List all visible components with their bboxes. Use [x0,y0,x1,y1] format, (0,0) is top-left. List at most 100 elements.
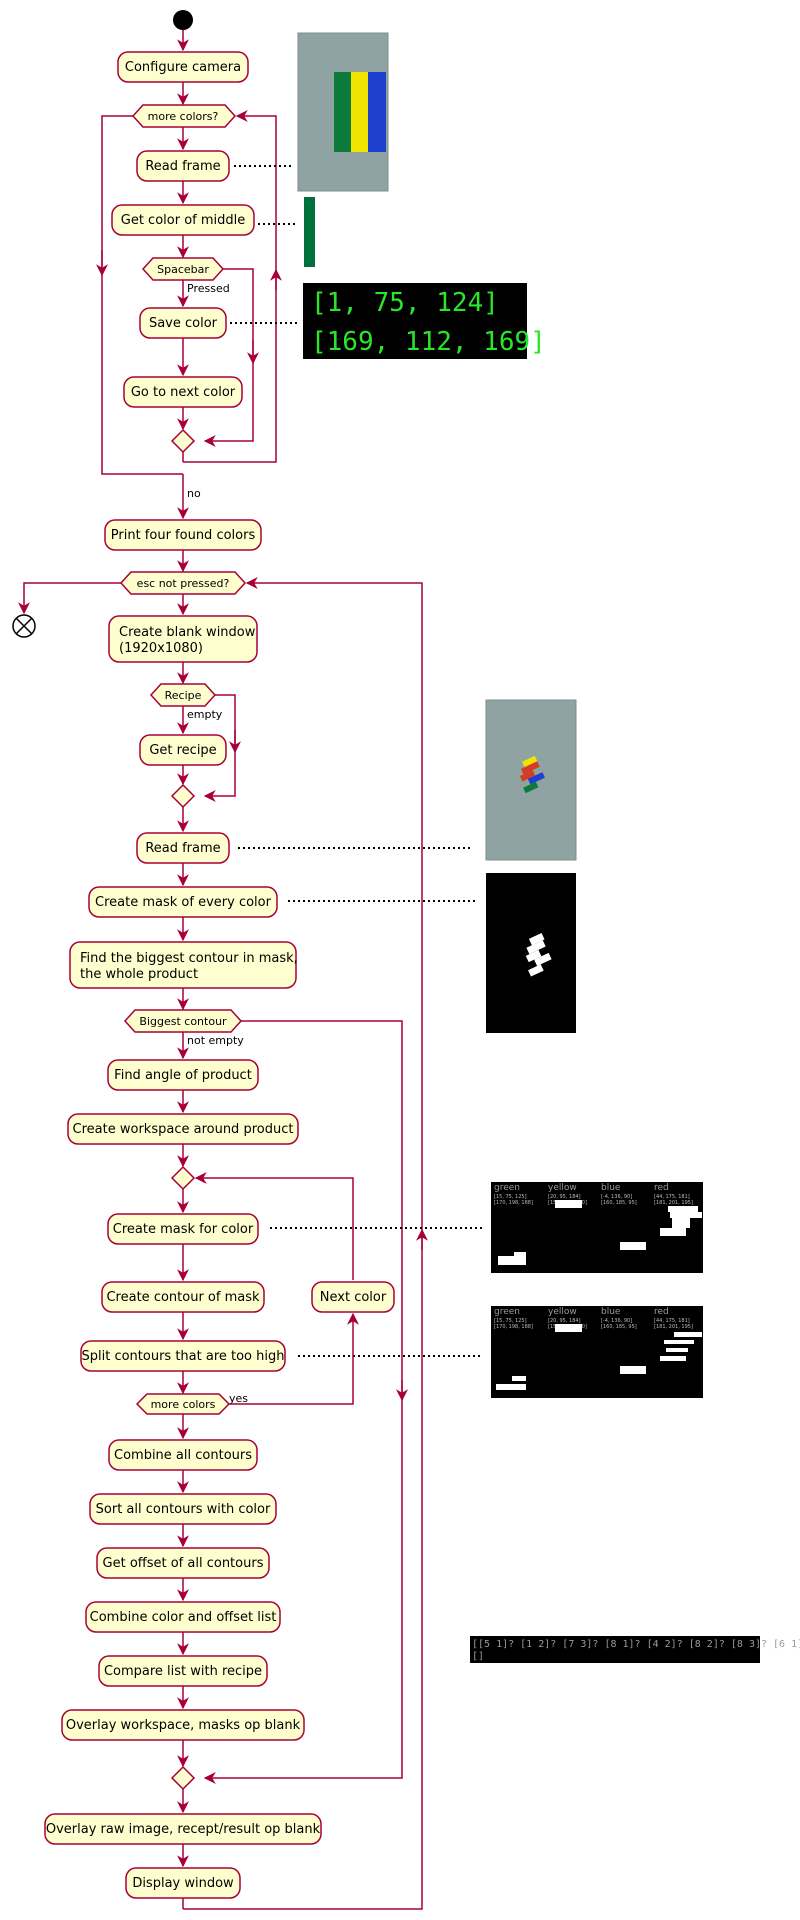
mask-value: [20, 95, 184] [548,1194,581,1200]
activity-combine-color-offset: Combine color and offset list [85,1601,281,1633]
mask-value: [181, 201, 195] [654,1200,693,1206]
edge-no-exit [101,115,183,475]
activity-label: Overlay workspace, masks op blank [66,1718,301,1733]
activity-find-angle: Find angle of product [107,1059,259,1091]
activity-label-line1: Find the biggest contour in mask, [80,951,298,966]
activity-configure-camera: Configure camera [117,51,249,83]
decision-label: esc not pressed? [137,577,230,590]
mask-value: [15, 75, 125] [494,1318,527,1324]
mask-value: [20, 95, 184] [548,1318,581,1324]
edge-label-pressed: Pressed [187,282,230,295]
decision-recipe: Recipe [149,683,217,707]
activity-find-biggest: Find the biggest contour in mask, the wh… [69,941,298,989]
activity-save-color: Save color [139,307,227,339]
header-green: green [494,1307,520,1317]
mask-value: [-4, 136, 90] [601,1318,632,1324]
end-node [12,614,36,638]
activity-label: Create mask of every color [95,895,272,910]
activity-read-frame-2: Read frame [136,832,230,864]
mask-value: [170, 198, 188] [494,1324,533,1330]
decision-more-colors-2: more colors [135,1393,231,1415]
activity-label: Go to next color [131,385,236,400]
saved-color-2: [169, 112, 169] [311,327,546,357]
decision-label: more colors? [148,110,219,123]
activity-label-line2: the whole product [80,967,198,982]
activity-label-line2: (1920x1080) [119,641,203,656]
mask-per-color-panel: green yellow blue red [15, 75, 125] [20,… [491,1182,703,1273]
activity-label: Create workspace around product [73,1122,294,1137]
edge-label-yes: yes [229,1392,248,1405]
activity-label: Overlay raw image, recept/result op blan… [46,1822,321,1837]
activity-label: Create contour of mask [106,1290,260,1305]
activity-overlay-raw: Overlay raw image, recept/result op blan… [44,1813,322,1845]
saved-color-1: [1, 75, 124] [311,288,499,318]
activity-combine-all: Combine all contours [108,1439,258,1471]
merge-diamond [170,1765,196,1791]
middle-color-swatch [304,197,315,267]
header-red: red [654,1307,669,1317]
activity-create-mask-every: Create mask of every color [88,886,278,918]
activity-label: Sort all contours with color [96,1502,271,1517]
mask-value: [44, 175, 181] [654,1318,690,1324]
decision-label: Recipe [165,689,202,702]
activity-sort-all: Sort all contours with color [89,1493,277,1525]
merge-diamond [170,783,196,809]
edge-not-pressed [223,268,254,363]
mask-value: [160, 185, 95] [601,1200,637,1206]
activity-read-frame-1: Read frame [136,150,230,182]
edge-yes [229,1312,359,1405]
merge-diamond [170,1165,196,1191]
header-yellow: yellow [548,1307,577,1317]
mask-value: [15, 75, 125] [494,1194,527,1200]
header-blue: blue [601,1183,621,1193]
split-contours-panel: green yellow blue red [15, 75, 125] [20,… [491,1306,703,1398]
activity-compare-recipe: Compare list with recipe [98,1655,268,1687]
activity-overlay-workspace: Overlay workspace, masks op blank [61,1709,305,1741]
edge-merge [203,363,254,447]
decision-spacebar: Spacebar [141,257,225,281]
result-line-2: [] [472,1651,484,1662]
decision-more-colors: more colors? [131,104,237,128]
activity-create-mask-color: Create mask for color [107,1213,259,1245]
edge-inner-loop-back [194,1172,354,1280]
camera-frame-image [297,32,389,192]
activity-label: Get recipe [149,743,216,758]
activity-label-line1: Create blank window [119,625,256,640]
activity-label: Read frame [145,841,220,856]
product-frame-image [485,699,577,861]
decision-label: Biggest contour [139,1015,227,1028]
header-yellow: yellow [548,1183,577,1193]
activity-label: Compare list with recipe [104,1664,262,1679]
mask-value: [-4, 136, 90] [601,1194,632,1200]
activity-get-recipe: Get recipe [139,734,227,766]
edge-label-empty: empty [187,708,223,721]
activity-label: Get offset of all contours [103,1556,264,1571]
result-line-1: [[5 1]? [1 2]? [7 3]? [8 1]? [4 2]? [8 2… [472,1639,800,1650]
activity-label: Combine color and offset list [90,1610,277,1625]
header-blue: blue [601,1307,621,1317]
start-node [173,10,193,30]
activity-label: Save color [149,316,218,331]
activity-label: Find angle of product [114,1068,252,1083]
edge-label-not-empty: not empty [187,1034,244,1047]
edge-label-no: no [187,487,201,500]
activity-go-next-color: Go to next color [123,376,243,408]
decision-label: Spacebar [157,263,209,276]
activity-label: Next color [320,1290,387,1305]
activity-display-window: Display window [125,1867,241,1899]
mask-value: [181, 201, 195] [654,1324,693,1330]
activity-create-blank: Create blank window (1920x1080) [108,615,258,663]
activity-label: Read frame [145,159,220,174]
activity-next-color: Next color [311,1281,395,1313]
activity-label: Split contours that are too high [81,1349,284,1364]
edge-merge [203,752,236,802]
result-console-panel: [[5 1]? [1 2]? [7 3]? [8 1]? [4 2]? [8 2… [470,1636,800,1663]
saved-colors-panel: [1, 75, 124] [169, 112, 169] [303,283,546,359]
activity-get-offset: Get offset of all contours [96,1547,270,1579]
merge-diamond [170,428,196,454]
activity-label: Combine all contours [114,1448,252,1463]
decision-biggest-contour: Biggest contour [123,1009,243,1033]
activity-print-four: Print four found colors [104,519,262,551]
activity-label: Configure camera [125,60,241,75]
mask-value: [170, 198, 188] [494,1200,533,1206]
